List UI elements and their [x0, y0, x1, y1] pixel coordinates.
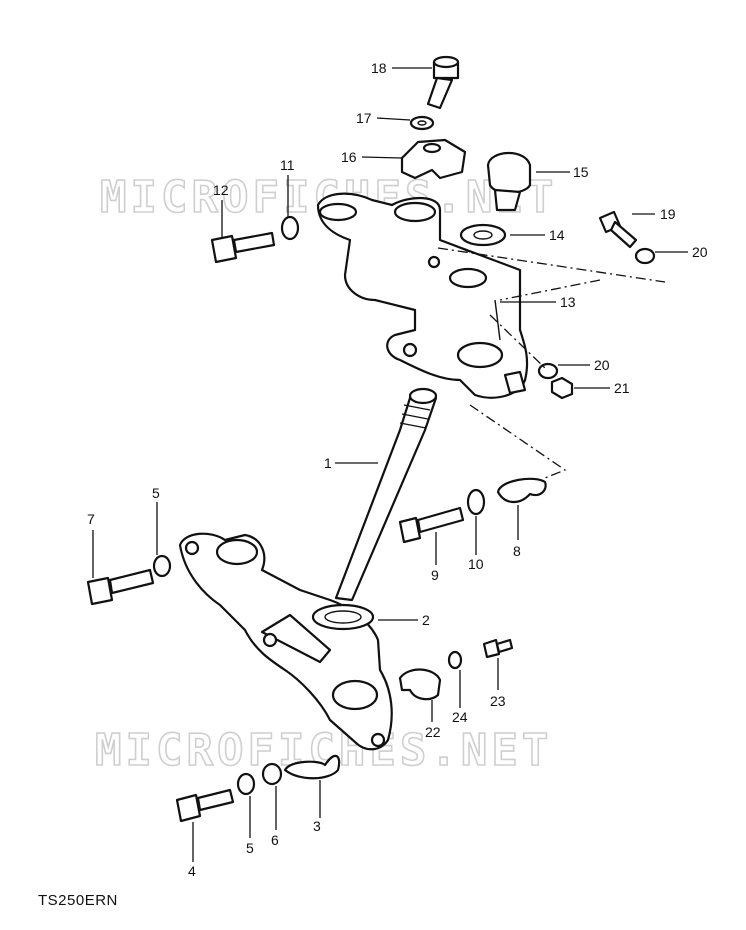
bolt-4	[175, 788, 235, 823]
holder-cap	[400, 138, 467, 180]
callout-2: 2	[422, 612, 430, 628]
clamp-22	[398, 668, 442, 701]
callout-5-lower: 5	[246, 840, 254, 856]
callout-10: 10	[468, 556, 484, 572]
stop-arm	[260, 613, 332, 664]
callout-15: 15	[573, 164, 589, 180]
clamp-hole-right	[456, 341, 504, 369]
callout-21: 21	[614, 380, 630, 396]
callout-16: 16	[341, 149, 357, 165]
bracket-hole	[402, 342, 418, 358]
callout-20-top: 20	[692, 244, 708, 260]
fork-hole-left	[215, 538, 259, 566]
bolt-7	[86, 568, 155, 606]
washer-20-lower	[537, 362, 559, 380]
lockwasher-11	[280, 215, 300, 241]
callout-5-upper: 5	[152, 485, 160, 501]
callout-9: 9	[431, 567, 439, 583]
leader-lines	[92, 67, 688, 862]
washer-14	[459, 223, 507, 247]
bracket-bolt-hole	[427, 255, 441, 269]
callout-19: 19	[660, 206, 676, 222]
lower-bracket	[178, 532, 393, 751]
callout-labels: 1 2 3 4 5 5 6 7 8 9 10 11 12 13 14 15 16…	[87, 60, 708, 879]
pinch-nut	[503, 370, 527, 395]
callout-23: 23	[490, 693, 506, 709]
cap-15	[486, 151, 532, 212]
callout-7: 7	[87, 511, 95, 527]
clamp-hole-left	[318, 202, 358, 222]
callout-24: 24	[452, 709, 468, 725]
post-top	[448, 267, 488, 289]
washer-24	[447, 650, 463, 670]
callout-13: 13	[560, 294, 576, 310]
callout-12: 12	[213, 182, 229, 198]
callout-20-lower: 20	[594, 357, 610, 373]
model-code: TS250ERN	[38, 892, 118, 909]
post-top-left	[393, 201, 437, 223]
nut-21	[550, 376, 574, 400]
washer-17	[409, 115, 435, 131]
callout-1: 1	[324, 455, 332, 471]
fork-hole-right	[331, 679, 379, 711]
lockwasher-5-lower	[236, 772, 256, 796]
callout-22: 22	[425, 724, 441, 740]
callout-8: 8	[513, 543, 521, 559]
steering-stem	[334, 387, 438, 602]
clip-8	[496, 477, 547, 504]
bolt-12	[210, 231, 276, 264]
bolt-23	[482, 638, 514, 659]
washer-20-top	[634, 247, 656, 265]
callout-6: 6	[271, 832, 279, 848]
washer-10	[466, 488, 486, 516]
bolt-19	[598, 210, 638, 249]
callout-3: 3	[313, 818, 321, 834]
washer-6	[261, 762, 283, 786]
clip-3	[283, 754, 341, 780]
bolt-18	[426, 55, 460, 110]
callout-14: 14	[549, 227, 565, 243]
lockwasher-5-upper	[152, 554, 172, 578]
callout-17: 17	[356, 110, 372, 126]
bolt-9	[398, 506, 465, 544]
upper-bracket	[316, 192, 529, 399]
callout-4: 4	[188, 863, 196, 879]
callout-18: 18	[371, 60, 387, 76]
stem-bearing-race	[311, 603, 375, 631]
callout-11: 11	[280, 157, 295, 173]
